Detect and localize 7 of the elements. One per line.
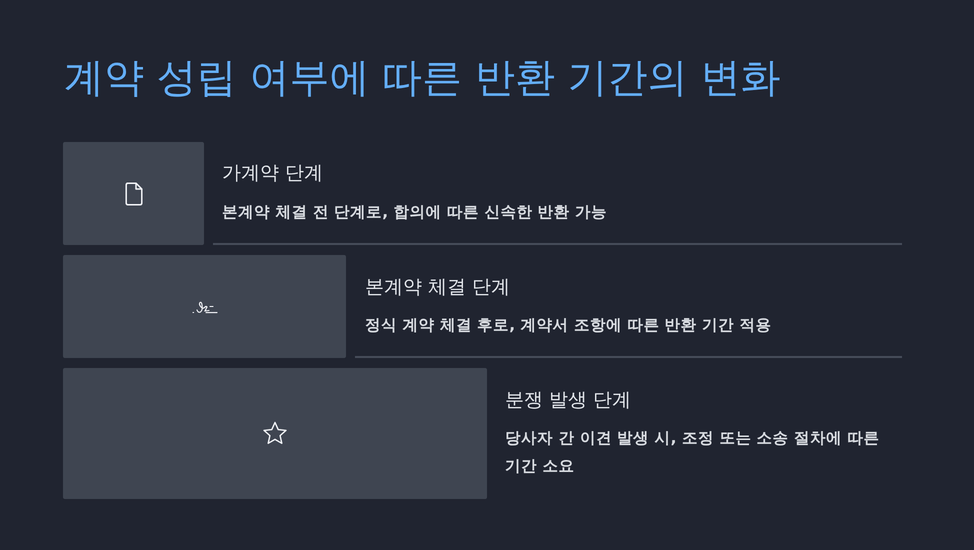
step-heading: 본계약 체결 단계 [365,275,510,300]
step-heading: 가계약 단계 [222,161,324,186]
step-description: 정식 계약 체결 후로, 계약서 조항에 따른 반환 기간 적용 [365,315,772,336]
step-heading: 분쟁 발생 단계 [505,388,632,413]
step-description: 당사자 간 이견 발생 시, 조정 또는 소송 절차에 따른 기간 소요 [505,428,880,477]
step-description: 본계약 체결 전 단계로, 합의에 따른 신속한 반환 가능 [222,202,608,223]
title: 계약 성립 여부에 따른 반환 기간의 변화 [64,54,780,103]
